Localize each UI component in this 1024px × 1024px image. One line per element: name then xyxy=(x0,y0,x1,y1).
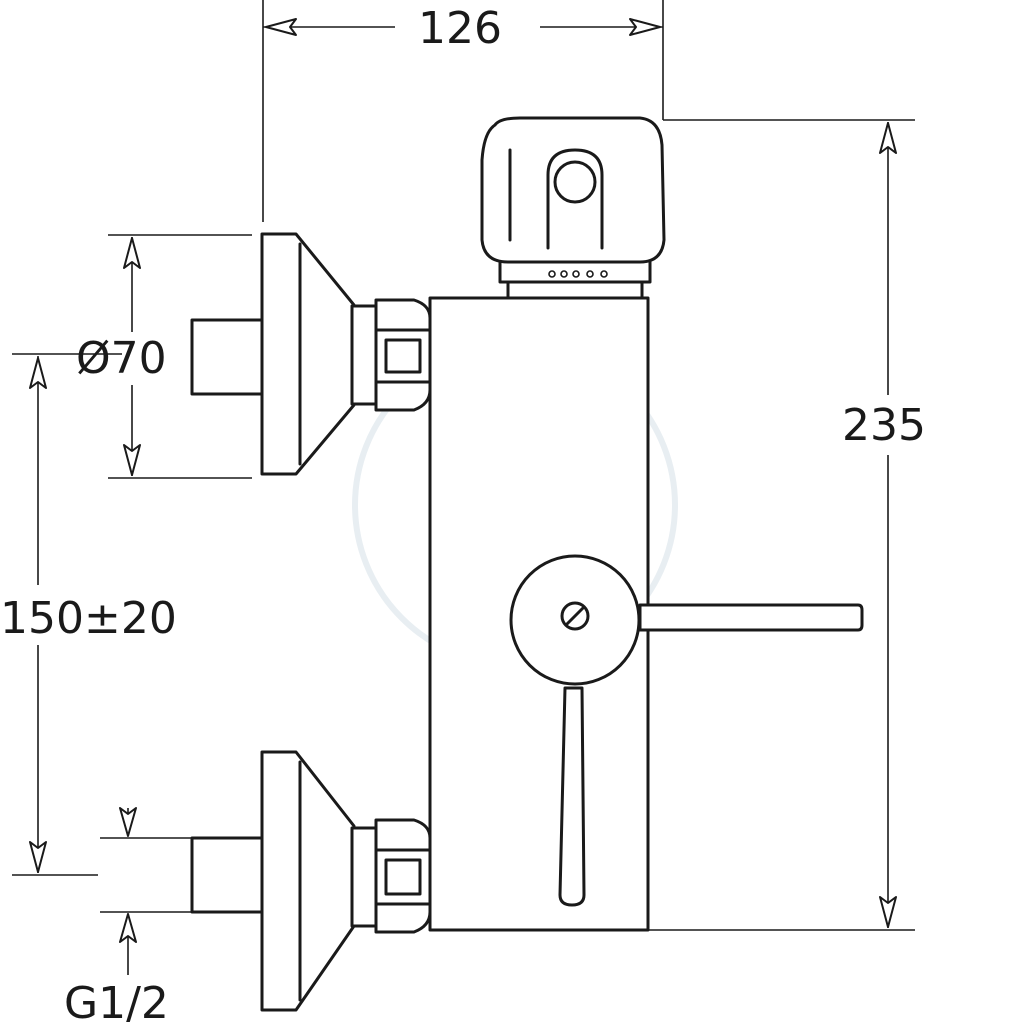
arrow-right-icon xyxy=(629,18,661,36)
dimension-diameter-label: Ø70 xyxy=(76,333,167,384)
dimension-flange-diameter: Ø70 xyxy=(76,234,252,479)
upper-flange xyxy=(260,232,356,476)
arrow-left-icon xyxy=(265,18,297,36)
upper-pipe xyxy=(190,318,264,396)
lower-flange xyxy=(260,750,356,1012)
lower-nut xyxy=(374,818,432,934)
lower-pipe xyxy=(190,836,264,914)
dimension-spacing-label: 150±20 xyxy=(0,593,177,644)
upper-inlet xyxy=(190,232,432,476)
lever-outlet-arm xyxy=(638,603,864,632)
arrow-up-icon xyxy=(119,913,137,943)
upper-nut xyxy=(374,298,432,412)
lever-handle xyxy=(558,686,586,907)
dimension-height-label: 235 xyxy=(842,400,926,451)
mixer-lever xyxy=(509,554,864,907)
arrow-down-icon xyxy=(879,896,897,928)
dimension-thread: G1/2 xyxy=(64,807,192,1024)
arrow-down-icon xyxy=(123,444,141,476)
arrow-up-icon xyxy=(879,122,897,154)
dimension-width-label: 126 xyxy=(418,3,502,54)
arrow-down-icon xyxy=(119,807,137,837)
arrow-up-icon xyxy=(29,357,47,389)
dimension-inlet-spacing: 150±20 xyxy=(0,353,177,876)
dimension-height-right: 235 xyxy=(648,119,926,931)
arrow-down-icon xyxy=(29,841,47,873)
lower-inlet xyxy=(190,750,432,1012)
arrow-up-icon xyxy=(123,237,141,269)
dimension-width-top: 126 xyxy=(262,0,664,222)
dimension-thread-label: G1/2 xyxy=(64,978,169,1024)
thermostat-knob xyxy=(480,116,666,304)
